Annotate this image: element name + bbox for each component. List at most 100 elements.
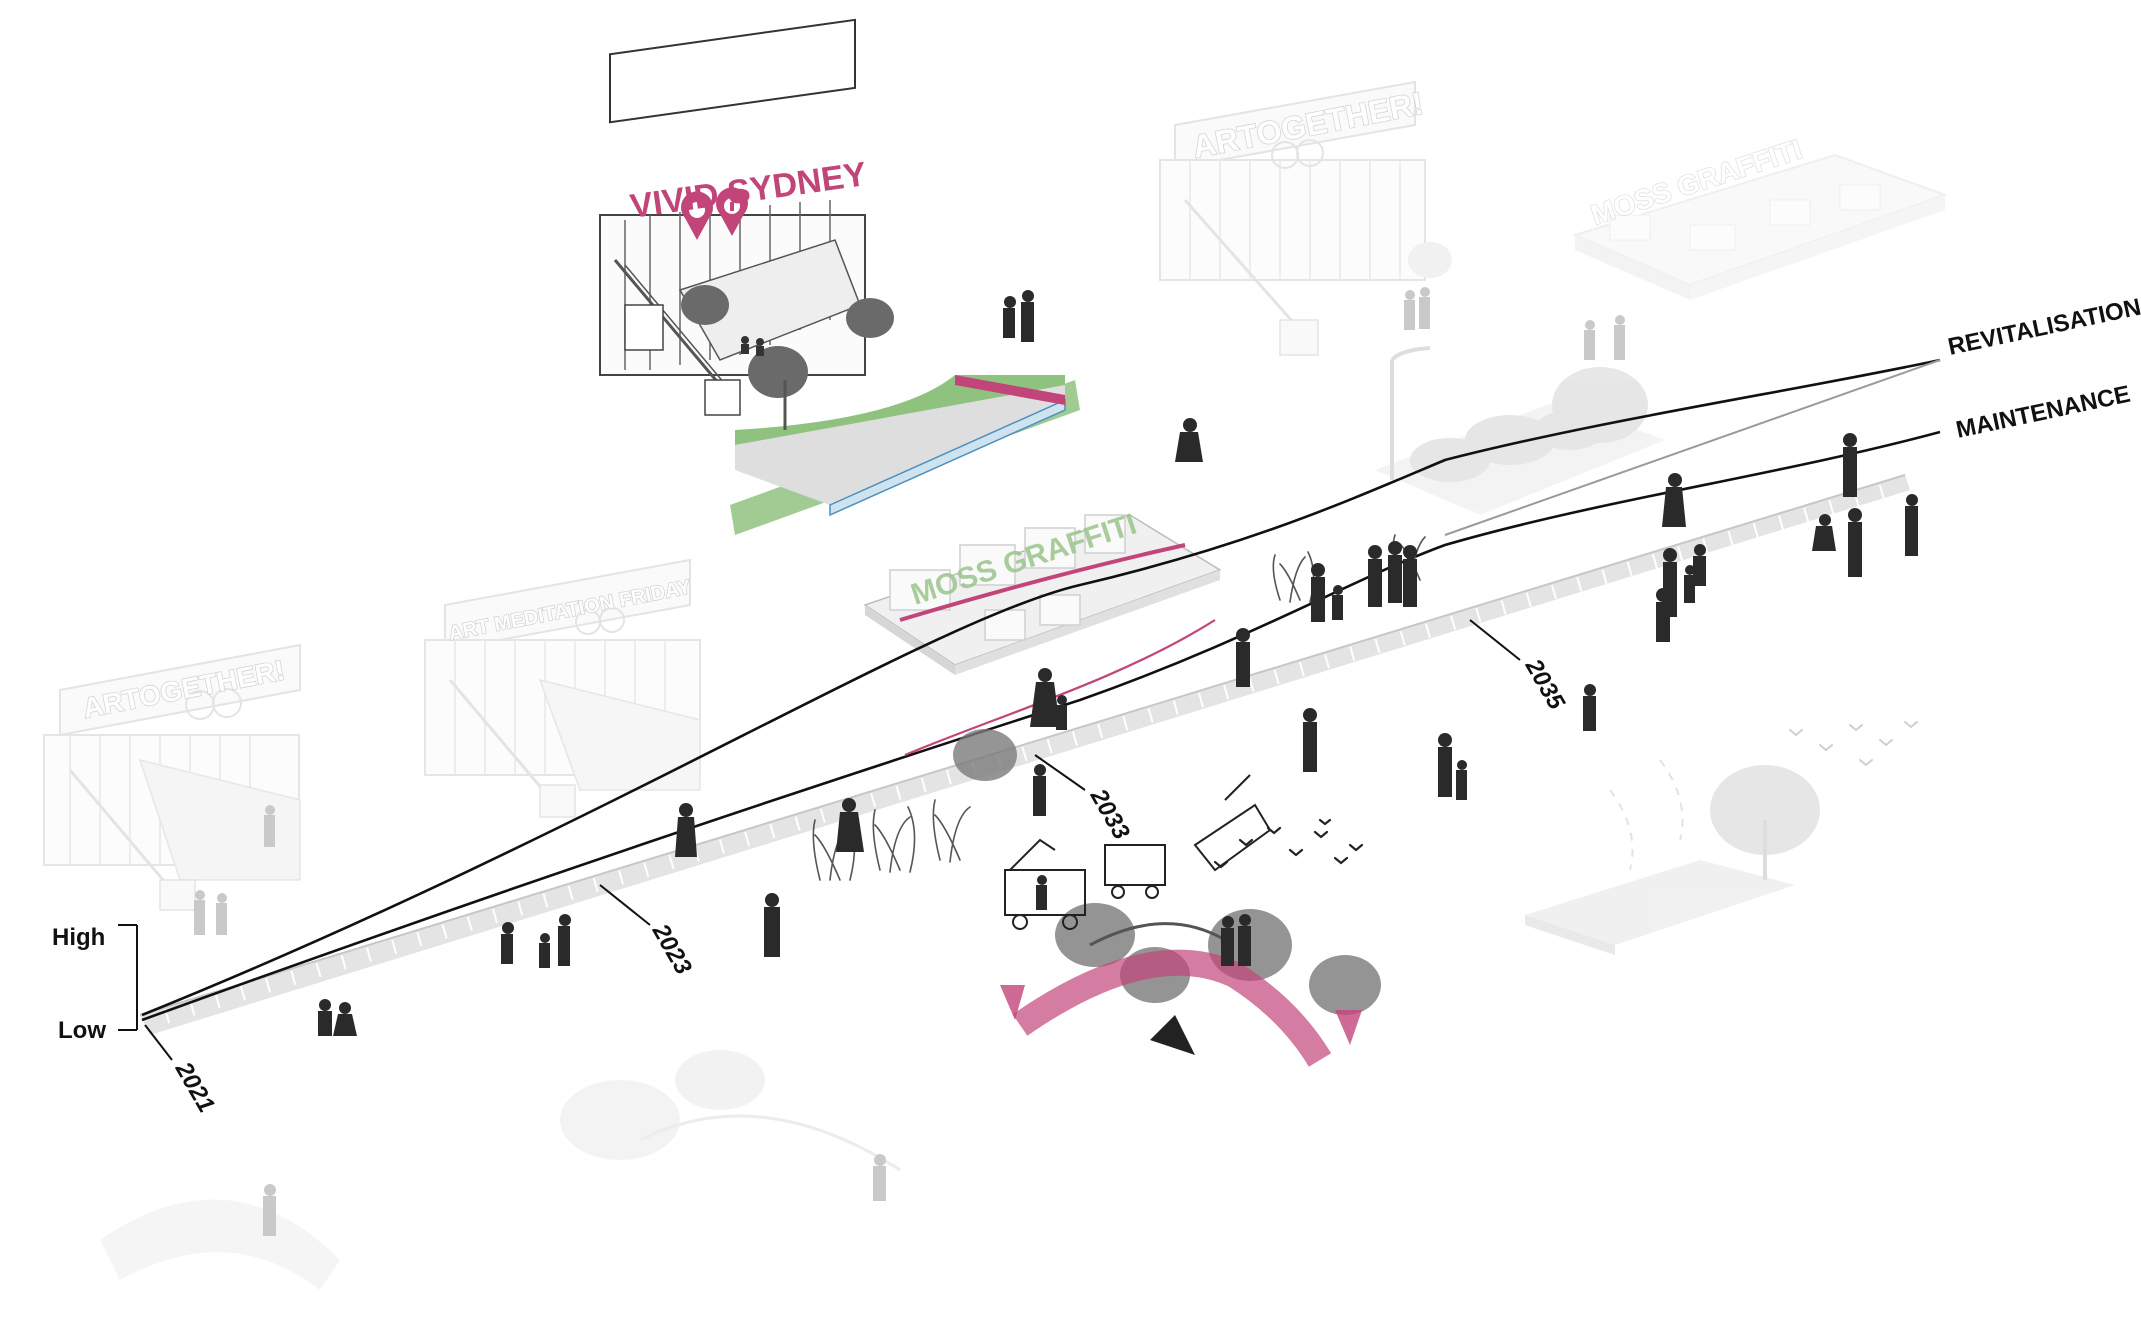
ghost-lawn-right <box>1525 759 1820 955</box>
person <box>836 798 864 852</box>
person <box>1303 708 1317 772</box>
ribbon-tick <box>1374 638 1381 654</box>
ribbon-tick <box>1752 523 1759 538</box>
ribbon-tick <box>1349 646 1356 661</box>
person <box>558 914 571 966</box>
person <box>1368 545 1382 607</box>
ribbon-tick <box>315 962 322 978</box>
ribbon-tick <box>1298 661 1305 677</box>
person <box>1583 684 1596 731</box>
ribbon-tick <box>365 947 372 962</box>
person <box>1221 916 1234 966</box>
axis-low-label: Low <box>58 1017 106 1044</box>
ribbon-tick <box>744 831 751 847</box>
person <box>675 803 697 857</box>
ribbon-tick <box>1601 569 1608 584</box>
year-label-2035: 2035 <box>1519 654 1570 715</box>
person <box>764 893 780 957</box>
ribbon-tick <box>592 877 599 893</box>
ribbon-tick <box>1097 723 1104 739</box>
person <box>1332 585 1343 620</box>
person <box>539 933 550 968</box>
year-label-2033: 2033 <box>1084 784 1135 845</box>
ribbon-tick <box>517 901 524 916</box>
ghost-planting-bed <box>1375 346 1665 515</box>
person <box>1693 544 1706 586</box>
ribbon-tick <box>1198 692 1204 708</box>
ghost-billboard-top <box>1159 80 1452 356</box>
construction-sketch <box>1004 774 1272 930</box>
billboard-artogether-top: ARTOGETHER! <box>1189 85 1426 165</box>
ribbon-tick <box>1777 515 1784 530</box>
ribbon-tick <box>492 908 498 924</box>
person <box>1843 433 1857 497</box>
person <box>318 999 332 1036</box>
year-tick-2023: 2023 <box>599 884 697 980</box>
ribbon-tick <box>1071 731 1078 746</box>
ribbon-tick <box>1046 739 1053 754</box>
ribbon-tick <box>945 769 952 785</box>
bird-flock-faded <box>1789 721 1918 767</box>
ribbon-tick <box>1147 708 1154 723</box>
pin-icon <box>681 191 713 240</box>
person <box>1036 875 1047 910</box>
person <box>1033 764 1046 816</box>
ghost-billboard-left <box>43 643 301 911</box>
person <box>1003 296 1016 338</box>
ribbon-tick <box>1248 677 1255 692</box>
year-tick-2033: 2033 <box>1034 754 1135 845</box>
ribbon-tick <box>1223 685 1230 700</box>
ribbon-tick <box>265 978 272 993</box>
ribbon-tick <box>1702 538 1709 553</box>
ribbon-tick <box>1021 746 1028 762</box>
ribbon-tick <box>1727 530 1734 546</box>
ribbon-tick <box>819 808 826 823</box>
ribbon-tick <box>1399 631 1406 646</box>
person <box>1388 541 1402 603</box>
info-icon <box>715 187 749 236</box>
pink-bridge <box>1000 922 1362 1067</box>
person <box>1438 733 1452 797</box>
ribbon-tick <box>1450 615 1457 631</box>
ribbon-tick <box>239 985 246 1001</box>
ghost-moss-block-top <box>1572 153 1948 300</box>
person <box>1030 668 1060 727</box>
ribbon-tick <box>920 777 927 793</box>
year-label-2021: 2021 <box>169 1057 220 1118</box>
timeline-ribbon <box>139 474 1910 1035</box>
ribbon-tick <box>1500 600 1507 615</box>
people-silhouettes-faded <box>194 287 1625 1236</box>
ribbon-tick <box>643 862 650 877</box>
year-label-2023: 2023 <box>646 919 697 980</box>
person <box>1403 545 1417 607</box>
people-silhouettes <box>318 290 1918 1036</box>
y-axis <box>118 924 138 1031</box>
ribbon-tick <box>1424 623 1431 638</box>
ribbon-tick <box>1828 499 1835 515</box>
person <box>1311 563 1325 622</box>
ribbon-tick <box>1324 654 1331 669</box>
person <box>1905 494 1918 556</box>
vivid-sydney-scene <box>599 18 1080 535</box>
person <box>1175 418 1203 462</box>
ribbon-tick <box>1475 607 1482 623</box>
ribbon-tick <box>290 970 297 985</box>
bird-flock <box>1213 818 1364 869</box>
ribbon-tick <box>441 924 448 939</box>
ribbon-tick <box>1551 584 1557 600</box>
ribbon-tick <box>340 955 347 970</box>
revitalisation-line <box>141 358 1941 1017</box>
ribbon-tick <box>567 885 574 901</box>
ribbon-tick <box>895 785 902 800</box>
ghost-billboard-art-meditation <box>424 558 701 818</box>
ribbon-tick <box>1651 553 1658 569</box>
ribbon-tick <box>1273 669 1280 685</box>
ribbon-tick <box>1626 561 1633 577</box>
pink-highlight-line <box>904 619 1216 757</box>
person <box>1848 508 1862 577</box>
person <box>1238 914 1251 966</box>
person <box>1056 695 1067 730</box>
person <box>1684 565 1695 603</box>
